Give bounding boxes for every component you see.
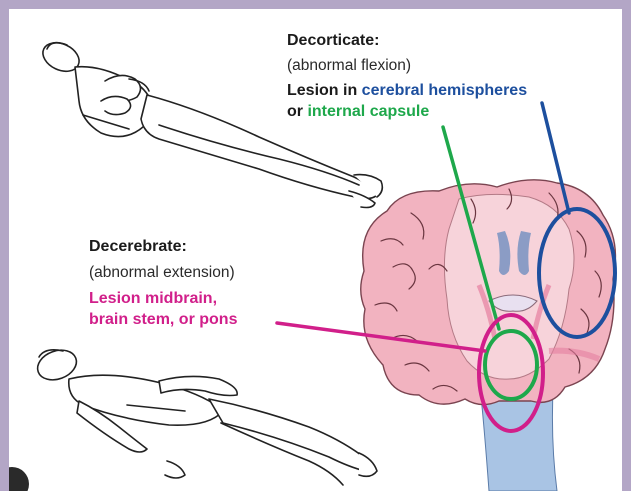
decorticate-lesion-site-cerebral: cerebral hemispheres [362,82,527,99]
decerebrate-figure-icon [33,345,377,485]
diagram-frame: Decorticate: (abnormal flexion) Lesion i… [9,9,622,491]
decorticate-lesion-line-1: Lesion in cerebral hemispheres [287,81,527,100]
decerebrate-lesion-line-1: Lesion midbrain, [89,289,217,308]
decerebrate-lesion-line-2: brain stem, or pons [89,310,237,329]
decorticate-description: (abnormal flexion) [287,57,411,76]
decorticate-lesion-connector: or [287,103,307,120]
decerebrate-description: (abnormal extension) [89,264,235,283]
decorticate-heading: Decorticate: [287,31,379,50]
decerebrate-heading: Decerebrate: [89,237,187,256]
decorticate-lesion-prefix: Lesion in [287,82,362,99]
decorticate-lesion-site-capsule: internal capsule [307,103,429,120]
decorticate-lesion-line-2: or internal capsule [287,102,429,121]
